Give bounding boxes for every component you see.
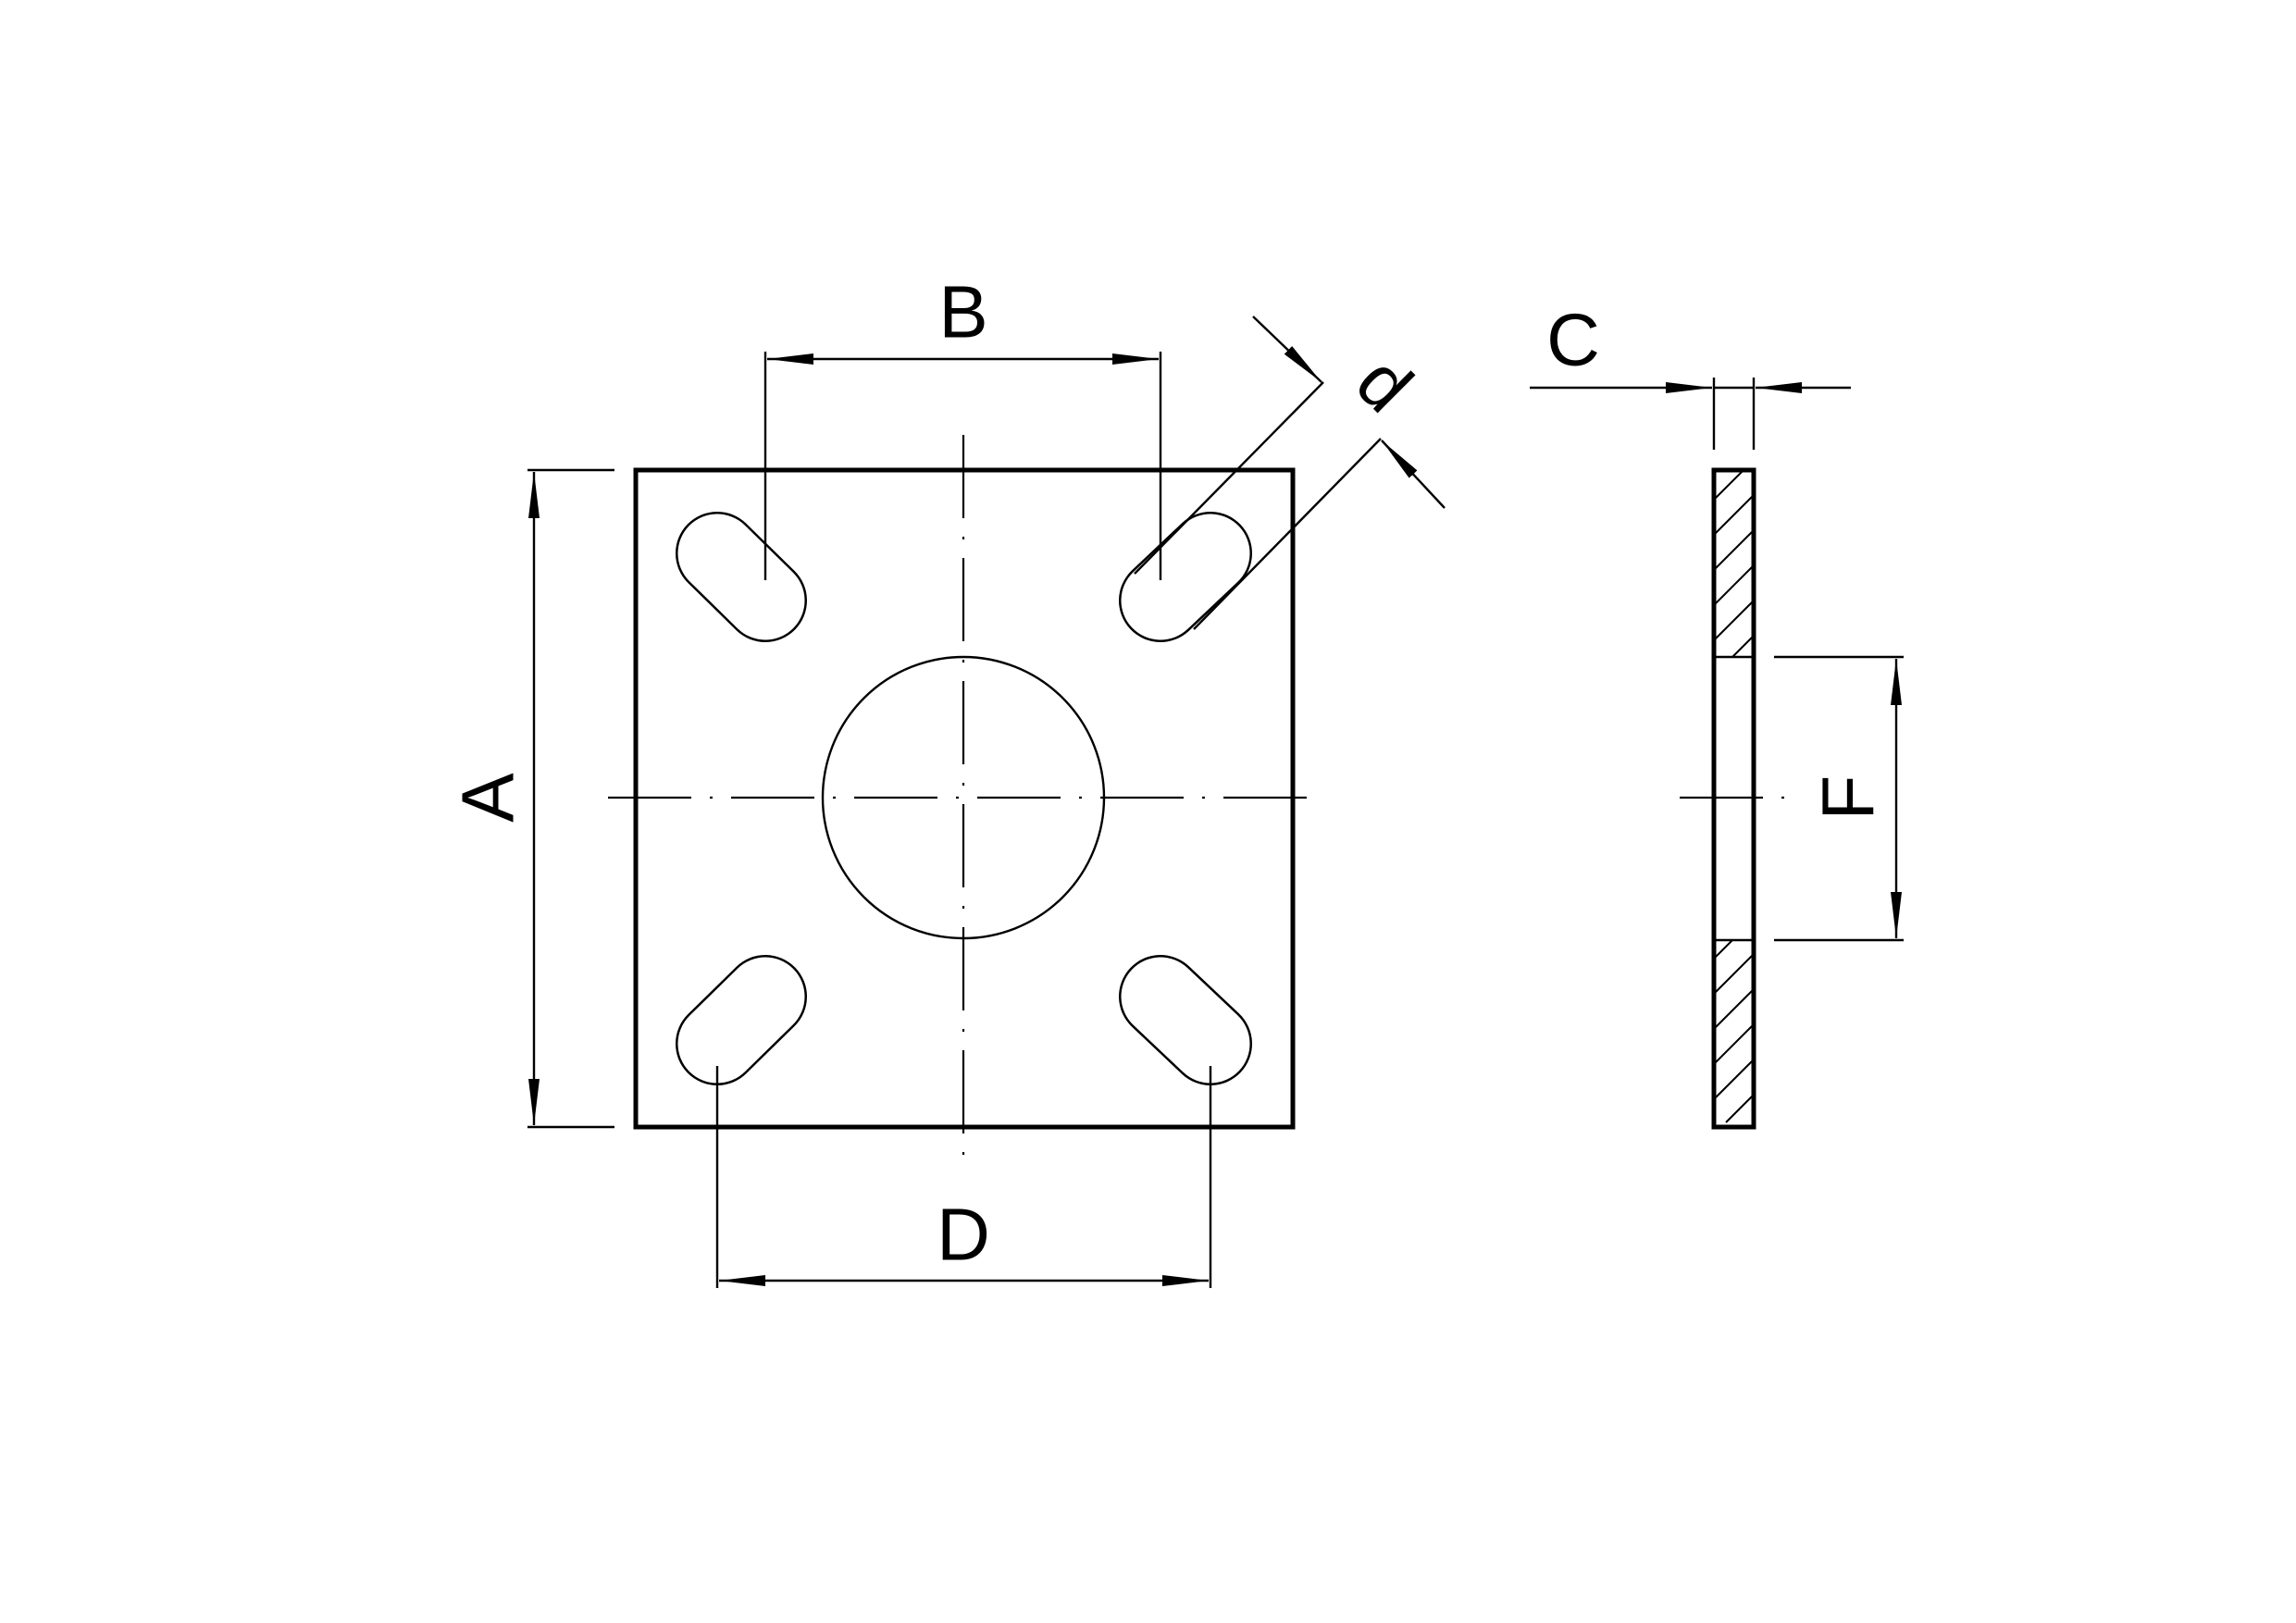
- label-D: D: [937, 1194, 990, 1276]
- side-view: [1680, 467, 1789, 1130]
- dimension-f: F: [1774, 655, 1904, 942]
- label-a: A: [447, 773, 529, 823]
- front-view: [608, 435, 1322, 1161]
- dimension-b: B: [763, 271, 1162, 580]
- hatching: [1713, 469, 1755, 1123]
- dimension-a: A: [447, 468, 614, 1129]
- label-d: d: [1341, 341, 1428, 427]
- label-b: B: [938, 271, 987, 353]
- label-c: C: [1546, 299, 1600, 381]
- dimension-c: C: [1530, 299, 1851, 450]
- dimension-d-lower: D: [715, 1066, 1212, 1288]
- label-f: F: [1807, 775, 1890, 821]
- slots: [676, 512, 1252, 1085]
